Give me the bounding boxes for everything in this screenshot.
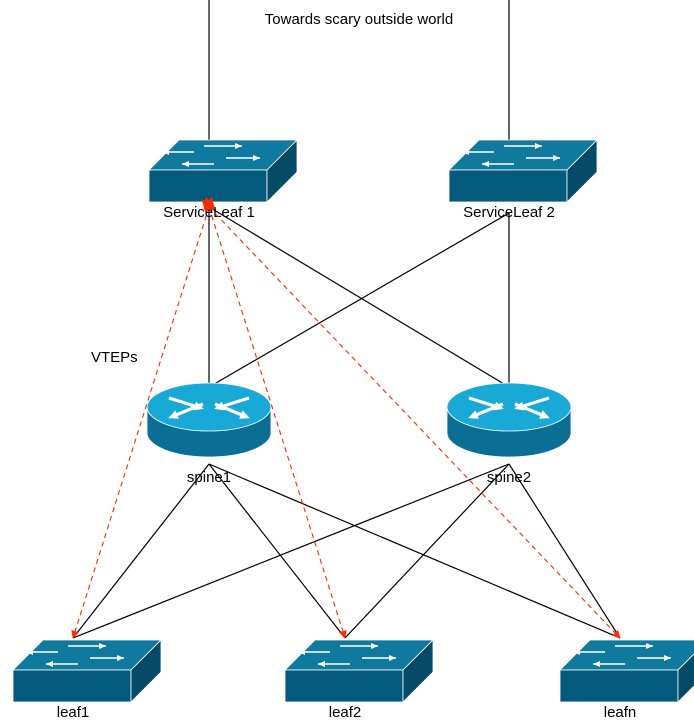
link-serviceleaf2-spine1 bbox=[208, 212, 510, 388]
labels-layer: Towards scary outside world VTEPs Servic… bbox=[57, 11, 637, 720]
vtep-tunnel-serviceleaf1-leaf1 bbox=[71, 196, 215, 639]
links-layer bbox=[72, 0, 621, 639]
nodes-layer bbox=[12, 139, 694, 703]
serviceleaf1-switch-icon bbox=[148, 139, 298, 203]
spine1-router-icon bbox=[146, 382, 272, 458]
spine2-router-icon bbox=[446, 382, 572, 458]
link-spine2-leaf1 bbox=[72, 463, 510, 639]
link-spine1-leaf2 bbox=[208, 463, 346, 639]
vteps-annotation: VTEPs bbox=[91, 349, 138, 366]
label-spine2: spine2 bbox=[487, 469, 531, 486]
link-spine2-leaf2 bbox=[344, 463, 510, 639]
label-leaf1: leaf1 bbox=[57, 704, 90, 720]
link-spine1-leafn bbox=[208, 463, 621, 639]
leafn-switch-icon bbox=[559, 639, 694, 703]
label-serviceleaf1: ServiceLeaf 1 bbox=[163, 204, 255, 221]
label-spine1: spine1 bbox=[187, 469, 231, 486]
link-spine1-leaf1 bbox=[72, 463, 210, 639]
vtep-tunnels-layer bbox=[71, 196, 621, 639]
header-text: Towards scary outside world bbox=[265, 11, 453, 28]
serviceleaf2-switch-icon bbox=[448, 139, 598, 203]
label-leafn: leafn bbox=[604, 704, 637, 720]
label-leaf2: leaf2 bbox=[329, 704, 362, 720]
vtep-tunnel-serviceleaf1-leafn bbox=[201, 199, 621, 639]
link-serviceleaf1-spine2 bbox=[208, 206, 510, 388]
label-serviceleaf2: ServiceLeaf 2 bbox=[463, 204, 555, 221]
leaf1-switch-icon bbox=[12, 639, 162, 703]
link-spine2-leafn bbox=[508, 463, 621, 639]
leaf2-switch-icon bbox=[284, 639, 434, 703]
